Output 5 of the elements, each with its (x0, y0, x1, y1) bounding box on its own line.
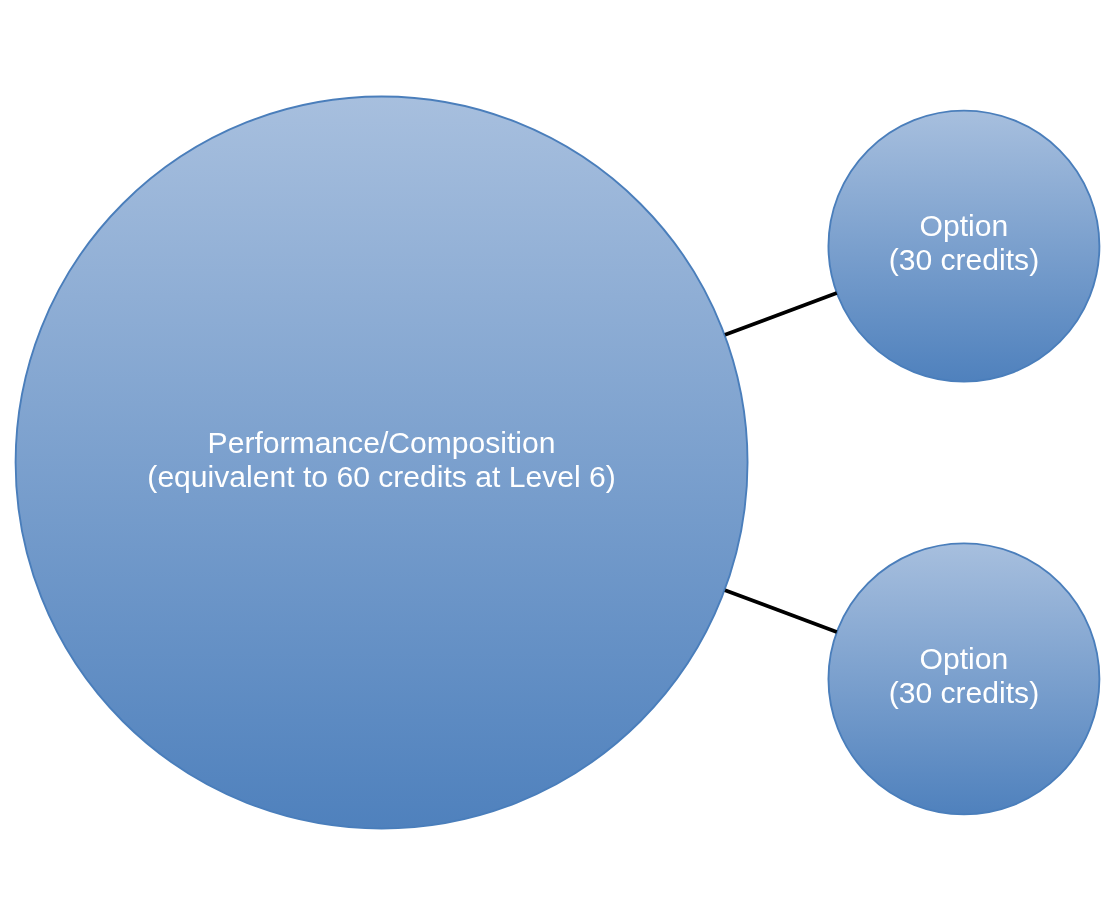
connector (724, 588, 838, 634)
node-circle: Performance/Composition (equivalent to 60 credits at Level 6) (14, 95, 749, 829)
node-circle: Option (30 credits) (827, 109, 1101, 383)
node-circle: Option (30 credits) (827, 541, 1101, 815)
connector (724, 290, 838, 336)
